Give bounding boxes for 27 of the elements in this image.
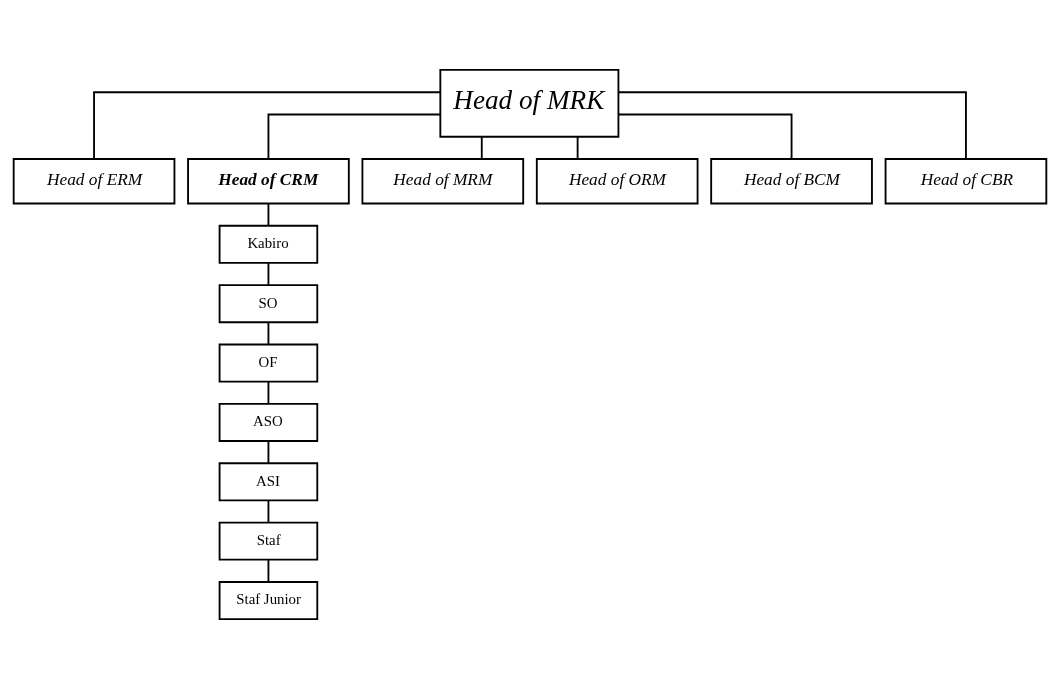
node-box: SO bbox=[218, 283, 319, 323]
node-box: ASO bbox=[218, 402, 319, 442]
connector bbox=[267, 202, 270, 227]
connector bbox=[267, 113, 442, 160]
node-box: Head of CRM bbox=[187, 157, 350, 204]
node-box: Head of MRM bbox=[361, 157, 525, 204]
connector bbox=[267, 380, 270, 404]
connector bbox=[267, 439, 270, 464]
node-box: ASI bbox=[218, 461, 319, 501]
node-box: Head of MRK bbox=[439, 68, 620, 138]
connector bbox=[617, 113, 793, 160]
connector bbox=[617, 90, 967, 160]
node-box: Head of CBR bbox=[884, 157, 1048, 204]
connector bbox=[267, 499, 270, 523]
node-box: Staf bbox=[218, 521, 319, 561]
connector bbox=[267, 261, 270, 286]
node-box: Head of ERM bbox=[12, 157, 176, 204]
node-box: Staf Junior bbox=[218, 580, 319, 620]
connector bbox=[480, 135, 483, 160]
connector bbox=[267, 558, 270, 583]
node-box: Kabiro bbox=[218, 224, 319, 264]
node-box: Head of ORM bbox=[535, 157, 699, 204]
connector bbox=[93, 90, 442, 160]
node-box: OF bbox=[218, 343, 319, 383]
connector bbox=[576, 135, 579, 160]
node-box: Head of BCM bbox=[710, 157, 873, 204]
connector bbox=[267, 321, 270, 345]
